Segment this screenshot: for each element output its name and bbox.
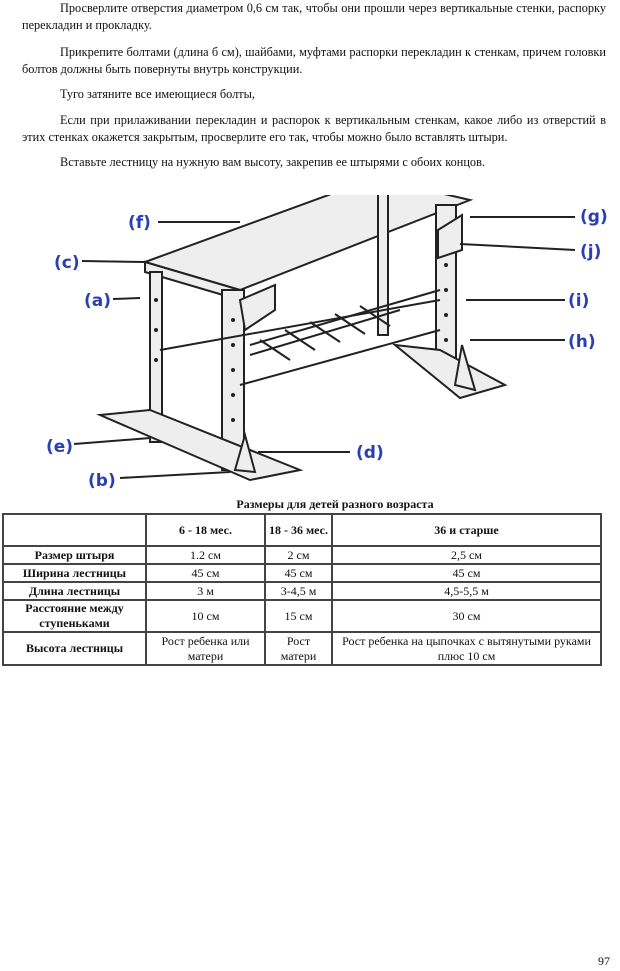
table-cell: Рост матери (264, 631, 333, 666)
label-f: (f) (128, 213, 151, 233)
page-number: 97 (598, 954, 610, 968)
paragraph: Туго затяните все имеющиеся болты, (60, 87, 255, 101)
frame-drawing (96, 195, 508, 482)
header-cell: 18 - 36 мес. (264, 513, 333, 547)
label-d: (d) (356, 443, 384, 463)
table-cell: Рост ребенка на цыпочках с вытянутыми ру… (331, 631, 602, 666)
table-header-row: 6 - 18 мес. 18 - 36 мес. 36 и старше (2, 513, 602, 547)
table-cell: Рост ребенка или матери (145, 631, 266, 666)
table-cell: 45 см (145, 563, 266, 583)
sizes-table: 6 - 18 мес. 18 - 36 мес. 36 и старше Раз… (2, 513, 602, 666)
table-row: Длина лестницы 3 м 3-4,5 м 4,5-5,5 м (2, 581, 602, 601)
label-b: (b) (88, 471, 116, 491)
header-cell: 6 - 18 мес. (145, 513, 266, 547)
label-g: (g) (580, 207, 608, 227)
table-cell: 4,5-5,5 м (331, 581, 602, 601)
table-cell: 30 см (331, 599, 602, 633)
header-cell: 36 и старше (331, 513, 602, 547)
header-cell (2, 513, 147, 547)
table-row: Высота лестницы Рост ребенка или матери … (2, 631, 602, 666)
paragraph: Просверлите отверстия диаметром 0,6 см т… (22, 1, 606, 32)
table-cell: 3 м (145, 581, 266, 601)
table-caption: Размеры для детей разного возраста (236, 497, 434, 511)
table-row: Ширина лестницы 45 см 45 см 45 см (2, 563, 602, 583)
row-label: Длина лестницы (2, 581, 147, 601)
row-label: Ширина лестницы (2, 563, 147, 583)
row-label: Высота лестницы (2, 631, 147, 666)
ladder-frame-diagram: (f) (c) (a) (e) (b) (d) (g) (j) (i) (h) (46, 195, 608, 491)
table-row: Расстояние между ступеньками 10 см 15 см… (2, 599, 602, 633)
table-cell: 1.2 см (145, 545, 266, 565)
row-label: Расстояние между ступеньками (2, 599, 147, 633)
table-cell: 15 см (264, 599, 333, 633)
label-a: (a) (84, 291, 111, 311)
paragraph: Прикрепите болтами (длина б см), шайбами… (22, 45, 606, 76)
paragraph: Если при прилаживании перекладин и распо… (22, 113, 606, 144)
table-cell: 45 см (264, 563, 333, 583)
paragraph: Вставьте лестницу на нужную вам высоту, … (60, 155, 485, 169)
table-row: Размер штыря 1.2 см 2 см 2,5 см (2, 545, 602, 565)
table-cell: 10 см (145, 599, 266, 633)
label-h: (h) (568, 332, 596, 352)
table-cell: 45 см (331, 563, 602, 583)
table-cell: 2,5 см (331, 545, 602, 565)
row-label: Размер штыря (2, 545, 147, 565)
label-c: (c) (54, 253, 80, 273)
table-cell: 3-4,5 м (264, 581, 333, 601)
label-i: (i) (568, 291, 589, 311)
label-e: (e) (46, 437, 73, 457)
label-j: (j) (580, 242, 601, 262)
table-cell: 2 см (264, 545, 333, 565)
